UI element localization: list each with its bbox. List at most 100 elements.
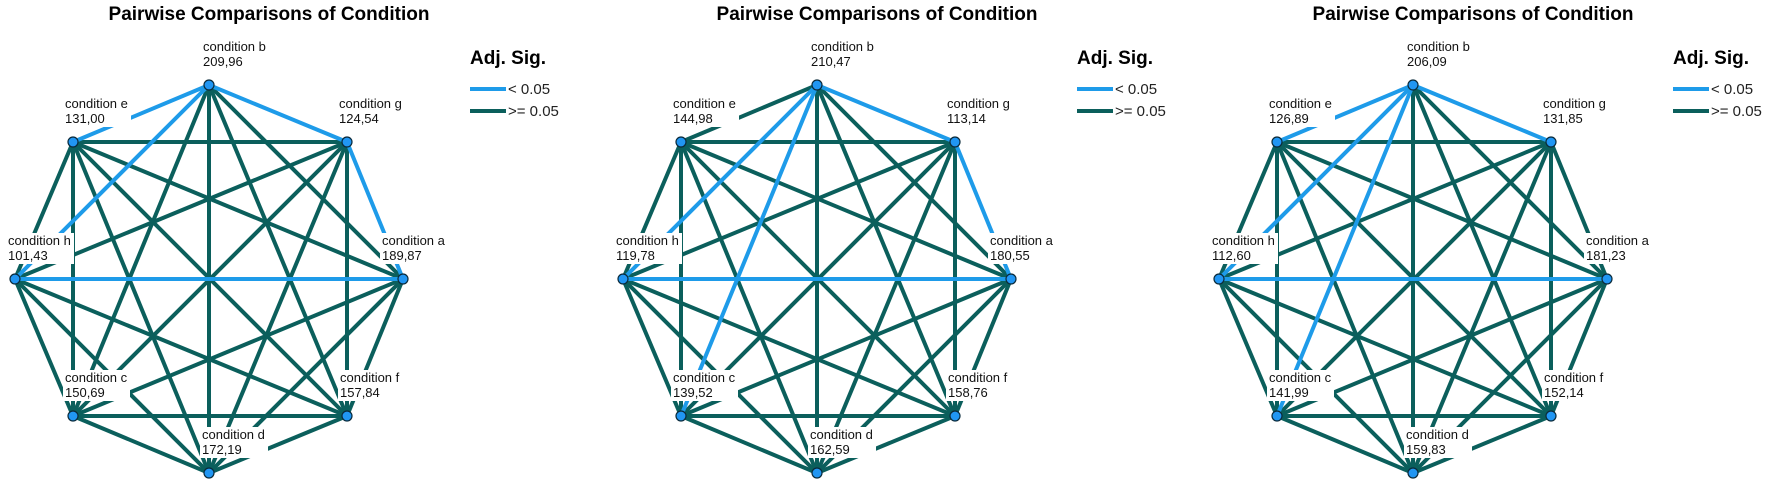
node-mean-rank: 141,99 [1269,385,1309,400]
node-name: condition a [382,233,445,248]
node-name: condition a [1586,233,1649,248]
node-mean-rank: 210,47 [811,54,851,69]
legend-swatch [470,109,506,113]
legend-label: >= 0.05 [1711,102,1762,120]
chart-title: Pairwise Comparisons of Condition [108,4,430,25]
node-layer [9,79,409,479]
edge-d-c [72,414,210,475]
node-name: condition d [810,427,873,442]
node-name: condition c [1269,370,1332,385]
edge-b-g-significant [816,83,956,144]
node-name: condition h [8,233,71,248]
graph-panel: Pairwise Comparisons of Condition conditi… [1204,0,1772,491]
node-mean-rank: 101,43 [8,248,48,263]
legend-item-significant: < 0.05 [1077,78,1166,100]
legend-label: < 0.05 [508,80,551,98]
graph-panel: Pairwise Comparisons of Condition conditi… [0,0,600,491]
legend-swatch [1077,87,1113,91]
node-mean-rank: 172,19 [202,442,242,457]
node-name: condition f [1544,370,1604,385]
node-mean-rank: 124,54 [339,111,379,126]
node-b [203,79,215,91]
node-name: condition b [811,39,874,54]
edge-b-e-significant [1276,83,1414,144]
node-d [1407,467,1419,479]
node-name: condition g [1543,96,1606,111]
node-mean-rank: 152,14 [1544,385,1584,400]
edge-b-c-significant [1275,84,1415,417]
node-name: condition f [948,370,1008,385]
node-a [1005,273,1017,285]
node-mean-rank: 112,60 [1212,248,1251,263]
node-c [675,410,687,422]
edge-f-h [1218,277,1552,418]
node-mean-rank: 139,52 [673,385,713,400]
legend-label: >= 0.05 [1115,102,1166,120]
node-a [1601,273,1613,285]
edge-d-c [680,414,818,475]
node-name: condition e [673,96,736,111]
node-f [1545,410,1557,422]
legend-label: < 0.05 [1711,80,1754,98]
node-c [67,410,79,422]
legend: Adj. Sig. < 0.05 >= 0.05 [1077,48,1166,122]
node-mean-rank: 159,83 [1406,442,1446,457]
legend-item-not-significant: >= 0.05 [1673,100,1762,122]
legend-label: < 0.05 [1115,80,1158,98]
node-mean-rank: 180,55 [990,248,1030,263]
node-mean-rank: 144,98 [673,111,713,126]
node-mean-rank: 119,78 [616,248,655,263]
node-f [949,410,961,422]
edge-f-d [1412,414,1552,475]
node-e [67,136,79,148]
chart-title: Pairwise Comparisons of Condition [1312,4,1634,25]
legend-title: Adj. Sig. [1673,48,1749,69]
legend: Adj. Sig. < 0.05 >= 0.05 [1673,48,1762,122]
node-mean-rank: 113,14 [947,111,986,126]
node-name: condition d [202,427,265,442]
node-name: condition c [65,370,128,385]
node-e [1271,136,1283,148]
edge-f-d [816,414,956,475]
node-e [675,136,687,148]
legend-title: Adj. Sig. [1077,48,1153,69]
node-g [341,136,353,148]
node-mean-rank: 158,76 [948,385,988,400]
node-mean-rank: 209,96 [203,54,243,69]
node-g [949,136,961,148]
node-name: condition d [1406,427,1469,442]
node-name: condition a [990,233,1053,248]
node-mean-rank: 126,89 [1269,111,1309,126]
node-layer [617,79,1017,479]
node-d [203,467,215,479]
node-h [617,273,629,285]
edge-b-g-significant [208,83,348,144]
node-name: condition c [673,370,736,385]
legend-swatch [1673,109,1709,113]
node-b [1407,79,1419,91]
node-name: condition b [1407,39,1470,54]
node-a [397,273,409,285]
node-name: condition e [65,96,128,111]
edge-b-c-significant [679,84,819,417]
legend-label: >= 0.05 [508,102,559,120]
node-f [341,410,353,422]
edge-f-h [622,277,956,418]
node-name: condition g [339,96,402,111]
